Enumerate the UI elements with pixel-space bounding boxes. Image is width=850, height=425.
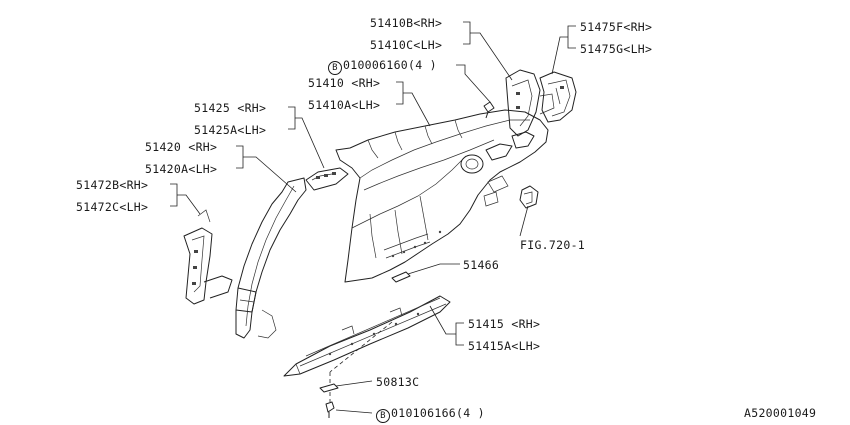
rear-extension-part xyxy=(539,71,577,123)
label-51472C: 51472C<LH> xyxy=(76,200,149,214)
label-51415A: 51415A<LH> xyxy=(468,339,541,353)
label-51420A: 51420A<LH> xyxy=(145,162,218,176)
label-51410: 51410 <RH> xyxy=(308,76,381,90)
label-51425: 51425 <RH> xyxy=(194,101,267,115)
label-51420: 51420 <RH> xyxy=(145,140,218,154)
label-51466: 51466 xyxy=(463,258,500,272)
bolt-bottom-code: 010106166(4 ) xyxy=(391,406,485,420)
small-bracket-part xyxy=(391,271,411,283)
center-pillar-part xyxy=(235,177,307,339)
fuel-door-part xyxy=(519,185,539,209)
clip-part xyxy=(319,372,339,393)
diagram-id: A520001049 xyxy=(744,406,817,420)
top-bolt-part xyxy=(483,101,495,119)
label-51410B: 51410B<RH> xyxy=(370,16,443,30)
bottom-bolt-part xyxy=(325,401,335,418)
label-51410A: 51410A<LH> xyxy=(308,98,381,112)
label-51425A: 51425A<LH> xyxy=(194,123,267,137)
label-51415: 51415 <RH> xyxy=(468,317,541,331)
front-pillar-bracket-part xyxy=(183,209,233,305)
bolt-top-code: 010006160(4 ) xyxy=(343,58,437,72)
label-fig-ref: FIG.720-1 xyxy=(520,238,586,252)
roof-rail-reinforcement-part xyxy=(305,167,349,191)
label-51472B: 51472B<RH> xyxy=(76,178,149,192)
bolt-b-mark-icon: B xyxy=(328,61,342,75)
label-51475F: 51475F<RH> xyxy=(580,20,653,34)
label-51475G: 51475G<LH> xyxy=(580,42,653,56)
quarter-panel-part xyxy=(335,109,549,283)
bolt-b-mark-icon: B xyxy=(376,409,390,423)
label-50813C: 50813C xyxy=(376,375,420,389)
leader-lines xyxy=(170,21,576,414)
rear-bracket-part xyxy=(505,69,555,137)
side-sill-part xyxy=(283,295,451,377)
label-51410C: 51410C<LH> xyxy=(370,38,443,52)
